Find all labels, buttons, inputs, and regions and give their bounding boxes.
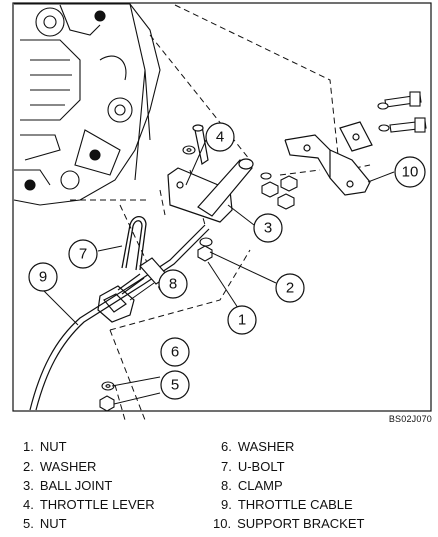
- washer-nut-lower: [99, 381, 115, 412]
- legend-label: THROTTLE LEVER: [39, 497, 155, 512]
- legend-label: SUPPORT BRACKET: [237, 516, 365, 531]
- support-bracket-part: [284, 121, 373, 196]
- legend-num: 9.: [221, 497, 232, 512]
- legend-label: BALL JOINT: [39, 478, 113, 493]
- callout-1: 1: [238, 312, 246, 329]
- nuts-cluster: [260, 172, 298, 210]
- diagram-frame: [12, 2, 432, 412]
- legend-item: 10. SUPPORT BRACKET: [213, 516, 364, 532]
- legend-num: 5.: [23, 516, 34, 531]
- legend-item: 3. BALL JOINT: [23, 478, 112, 494]
- legend-label: U-BOLT: [237, 459, 285, 474]
- callout-2: 2: [286, 280, 294, 297]
- legend-num: 6.: [221, 439, 232, 454]
- legend-label: WASHER: [39, 459, 97, 474]
- legend-item: 4. THROTTLE LEVER: [23, 497, 155, 513]
- legend-label: CLAMP: [237, 478, 283, 493]
- callout-5: 5: [171, 377, 179, 394]
- legend-num: 2.: [23, 459, 34, 474]
- exploded-view-diagram: 4 3 2 1 10 8 7 9 6 5: [12, 2, 432, 421]
- legend-label: WASHER: [237, 439, 295, 454]
- legend-num: 3.: [23, 478, 34, 493]
- legend-label: THROTTLE CABLE: [237, 497, 353, 512]
- legend-item: 5. NUT: [23, 516, 67, 532]
- legend-item: 1. NUT: [23, 439, 67, 455]
- callout-7: 7: [79, 246, 87, 263]
- washer-nut-lever: [182, 145, 213, 262]
- legend-item: 7. U-BOLT: [221, 459, 285, 475]
- legend-num: 4.: [23, 497, 34, 512]
- callout-9: 9: [39, 269, 47, 286]
- callout-6: 6: [171, 344, 179, 361]
- clamp-part: [97, 285, 135, 323]
- legend-label: NUT: [39, 516, 67, 531]
- throttle-lever-part: [167, 124, 254, 223]
- legend-item: 2. WASHER: [23, 459, 96, 475]
- parts-legend: 1. NUT 2. WASHER 3. BALL JOINT 4. THROTTLE L…: [0, 436, 438, 536]
- figure-code: BS02J070: [388, 414, 432, 424]
- bracket-bolts: [377, 91, 427, 133]
- legend-item: 9. THROTTLE CABLE: [221, 497, 353, 513]
- callout-circles: [28, 122, 426, 400]
- legend-item: 6. WASHER: [221, 439, 294, 455]
- leader-lines: [43, 139, 395, 405]
- legend-item: 8. CLAMP: [221, 478, 283, 494]
- legend-label: NUT: [39, 439, 67, 454]
- legend-num: 8.: [221, 478, 232, 493]
- u-bolt-part: [121, 215, 147, 271]
- engine-illustration: [13, 3, 161, 206]
- callout-4: 4: [216, 129, 224, 146]
- callout-10: 10: [402, 164, 419, 181]
- callout-3: 3: [264, 220, 272, 237]
- legend-num: 10.: [213, 516, 232, 531]
- callout-8: 8: [169, 276, 177, 293]
- legend-num: 1.: [23, 439, 34, 454]
- callout-numbers: 4 3 2 1 10 8 7 9 6 5: [39, 129, 419, 394]
- legend-num: 7.: [221, 459, 232, 474]
